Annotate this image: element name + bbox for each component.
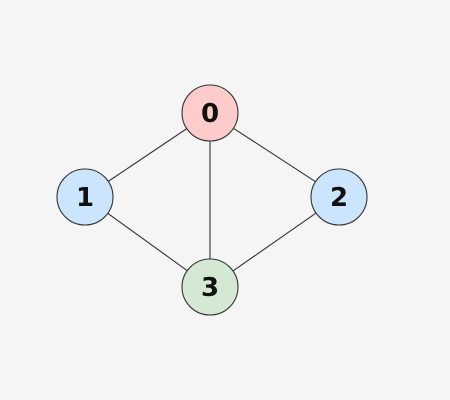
edge-2-3 — [232, 212, 317, 272]
nodes-layer: 0 1 2 3 — [56, 84, 368, 316]
node-3-label: 3 — [201, 273, 219, 303]
node-2-label: 2 — [330, 183, 348, 213]
node-3: 3 — [181, 258, 239, 316]
node-1-label: 1 — [76, 183, 94, 213]
node-2-circle — [310, 168, 368, 226]
node-0-label: 0 — [201, 99, 219, 129]
node-1: 1 — [56, 168, 114, 226]
node-3-circle — [181, 258, 239, 316]
node-0: 0 — [181, 84, 239, 142]
edges-layer — [107, 127, 317, 272]
edge-0-1 — [107, 128, 188, 182]
node-1-circle — [56, 168, 114, 226]
node-0-circle — [181, 84, 239, 142]
edge-0-2 — [233, 127, 316, 183]
node-2: 2 — [310, 168, 368, 226]
edge-1-3 — [107, 212, 188, 272]
